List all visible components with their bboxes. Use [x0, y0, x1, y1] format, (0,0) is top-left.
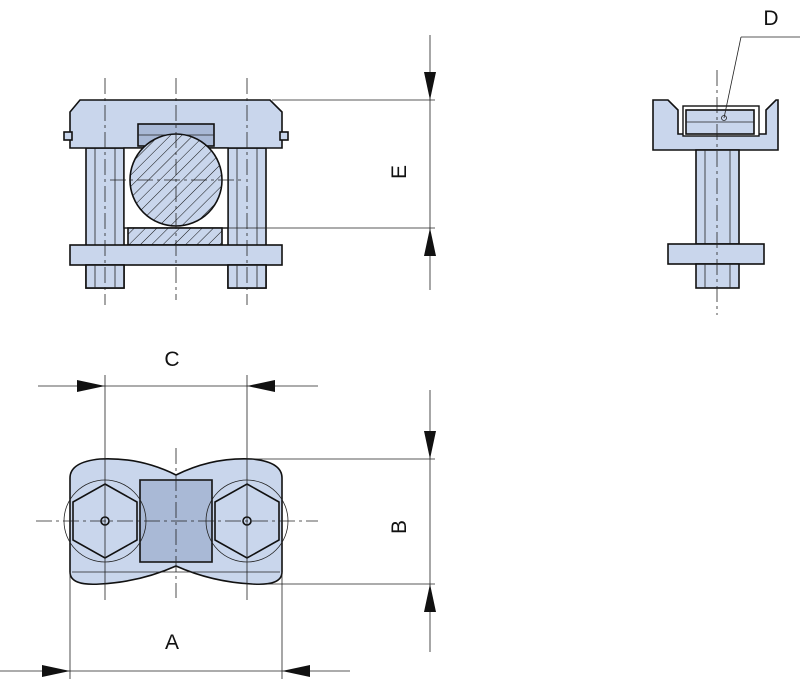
- side-view-nut: [667, 243, 765, 265]
- dimension-label-e: E: [388, 165, 411, 179]
- dimension-e: E: [228, 35, 436, 290]
- side-view: [652, 70, 779, 315]
- dimension-d: D: [723, 7, 800, 119]
- bottom-insert: [127, 227, 223, 246]
- top-view: [36, 448, 318, 598]
- dimension-label-b: B: [388, 520, 411, 534]
- side-view-shaft: [695, 149, 740, 245]
- front-view: [63, 78, 289, 305]
- dimension-c: C: [38, 348, 318, 600]
- dimension-b: B: [252, 390, 436, 652]
- dimension-label-c: C: [164, 348, 179, 371]
- dimension-label-d: D: [763, 7, 778, 30]
- dimension-label-a: A: [165, 631, 179, 654]
- dimension-a: A: [0, 572, 350, 679]
